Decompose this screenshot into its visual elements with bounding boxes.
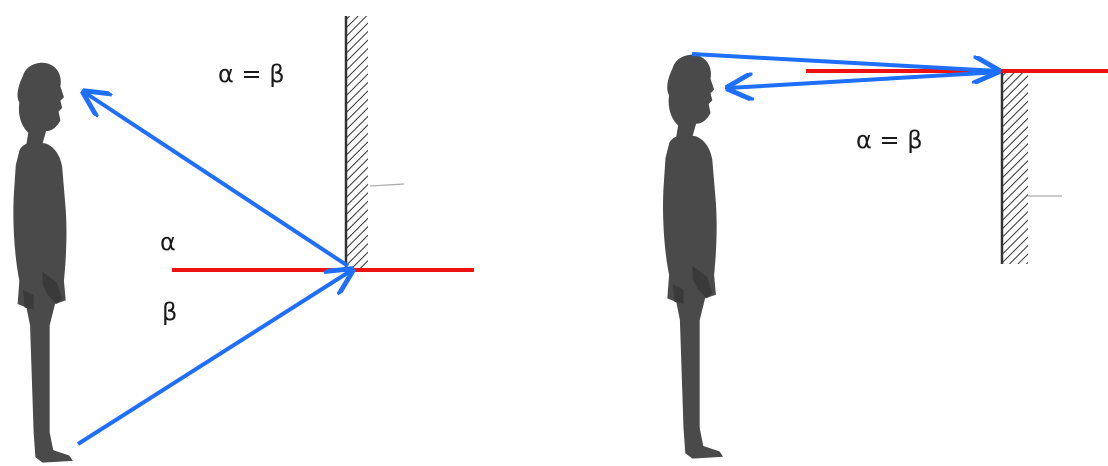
- wall-mirror-icon: [346, 16, 404, 268]
- alpha-label: α: [160, 228, 176, 256]
- right-equation: α = β: [856, 126, 923, 154]
- wall-mirror-icon: [1002, 70, 1062, 264]
- beta-label: β: [162, 298, 177, 326]
- left-equation: α = β: [218, 60, 285, 88]
- reflected-ray: [728, 72, 1000, 88]
- person-silhouette-icon: [663, 55, 723, 459]
- incident-ray: [78, 270, 352, 444]
- right-panel: α = β: [663, 54, 1108, 459]
- reflected-ray: [84, 92, 348, 266]
- left-panel: α = β α β: [13, 16, 474, 463]
- person-silhouette-icon: [13, 63, 72, 463]
- incident-ray: [692, 54, 998, 71]
